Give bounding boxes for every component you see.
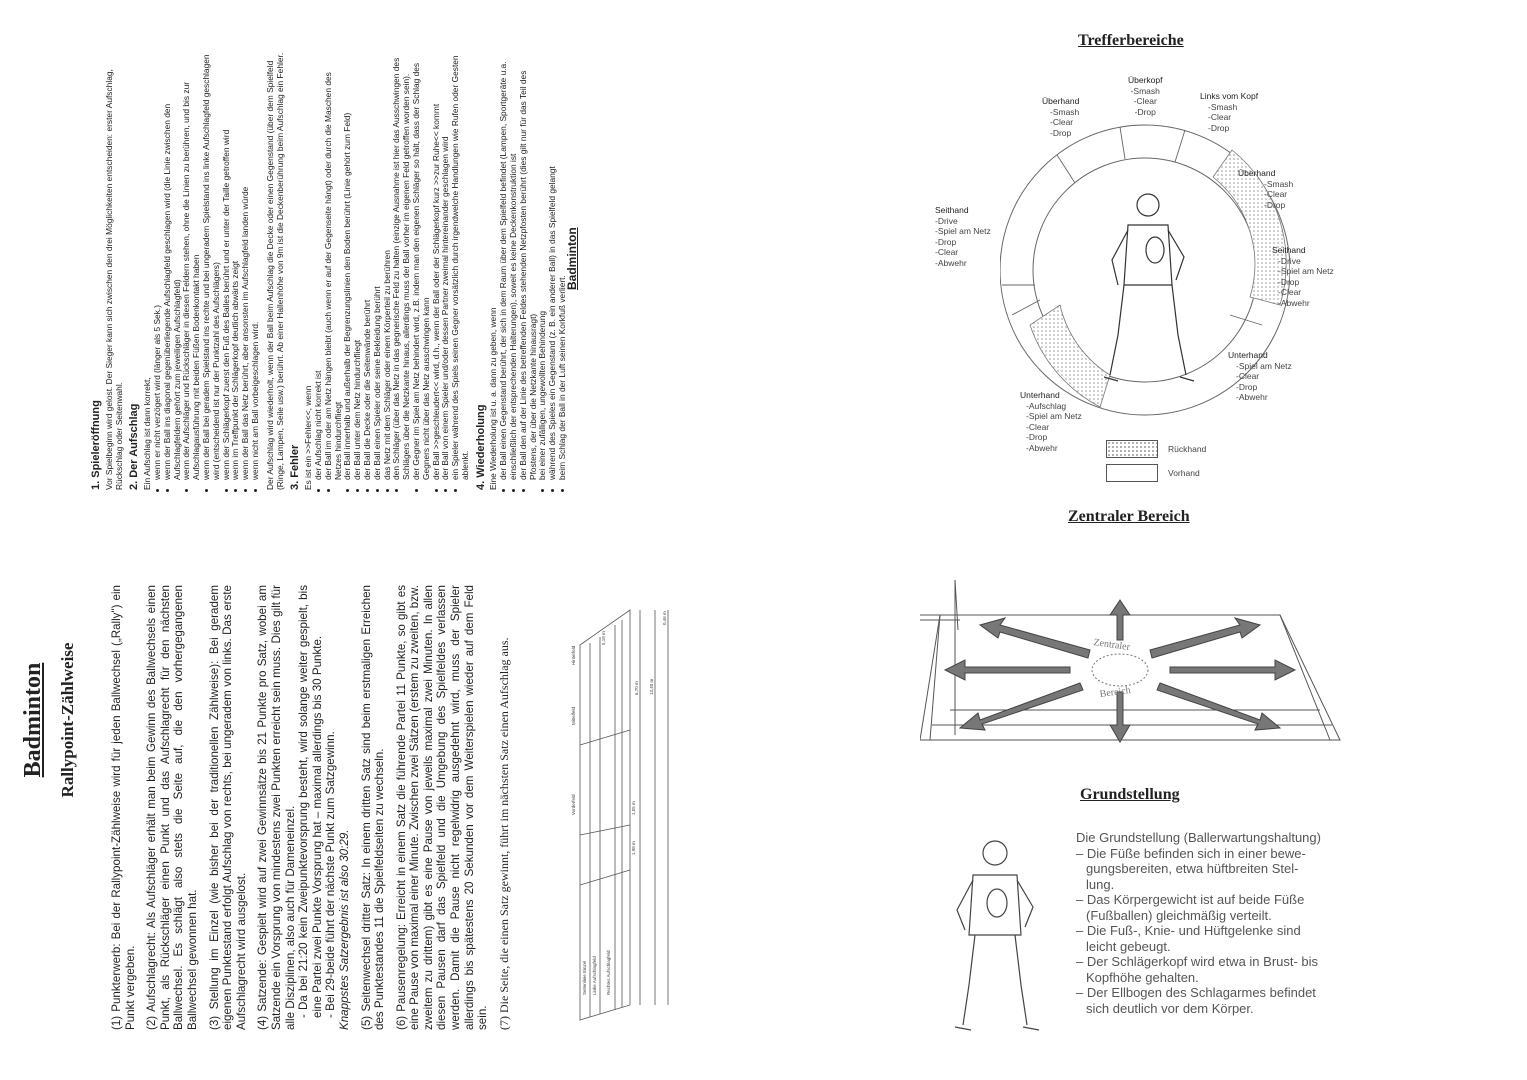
zone-unterhand-left: Unterhand -Aufschlag -Spiel am Netz -Cle… bbox=[1020, 390, 1082, 453]
zentral-label-top: Zentraler bbox=[1093, 637, 1131, 653]
trefferbereiche-title: Trefferbereiche bbox=[1078, 32, 1184, 49]
court-label: Mittelfeld bbox=[571, 706, 576, 725]
left-title-block: Badminton bbox=[20, 570, 47, 870]
grund-line: leicht gebeugt. bbox=[1086, 938, 1171, 954]
rule-subpoint: - Bei 29-beide führt der nächste Punkt z… bbox=[324, 731, 338, 1018]
section-list: der Ball einen Gegenstand berührt, der s… bbox=[498, 50, 568, 490]
rule-paragraph: (2) Aufschlagrecht: Als Aufschläger erhä… bbox=[145, 585, 199, 1030]
list-item: beim Schlag der Ball in der Luft seinen … bbox=[557, 50, 568, 480]
court-dim: 1,98 m bbox=[631, 841, 636, 855]
section-heading: 2. Der Aufschlag bbox=[128, 403, 141, 490]
court-label: Linke Aufschlagfeld bbox=[592, 956, 597, 995]
zentral-title: Zentraler Bereich bbox=[1068, 508, 1190, 525]
section-text: Vor Spielbeginn wird gelost. Der Sieger … bbox=[103, 69, 124, 490]
zone-seithand-left: Seithand -Drive -Spiel am Netz -Drop -Cl… bbox=[935, 205, 991, 268]
rule-paragraph: (1) Punkterwerb: Bei der Rallypoint-Zähl… bbox=[110, 585, 137, 1030]
zone-ueberhand-left: Überhand -Smash -Clear -Drop bbox=[1042, 96, 1080, 138]
grund-line: Die Grundstellung (Ballerwartungshaltung… bbox=[1076, 830, 1321, 845]
list-item: der Gegner im Spiel am Netz behindert wi… bbox=[411, 50, 432, 480]
grund-line: Kopfhöhe gehalten. bbox=[1086, 969, 1199, 985]
list-item: wenn der Ball bei geradem Spielstand ins… bbox=[201, 50, 222, 480]
court-label: Rechtes Aufschlagfeld bbox=[606, 950, 611, 995]
grund-line: lung. bbox=[1086, 876, 1115, 892]
legend-label: Rückhand bbox=[1168, 443, 1207, 454]
list-item: wenn der Aufschläger und Rückschläger in… bbox=[181, 50, 202, 480]
zone-links-vom-kopf: Links vom Kopf -Smash -Clear -Drop bbox=[1200, 91, 1259, 133]
rule-result: Knappstes Satzergebnis ist also 30:29. bbox=[337, 829, 351, 1030]
ready-stance-figure bbox=[954, 840, 1040, 1031]
middle-rules: 1. Spieleröffnung Vor Spielbeginn wird g… bbox=[86, 50, 568, 490]
left-page-subtitle: Rallypoint-Zählweise bbox=[58, 642, 77, 798]
rule-paragraph: (6) Pausenregelung: Erreicht in einem Sa… bbox=[394, 585, 490, 1030]
court-dim: 1,55 m bbox=[631, 801, 636, 815]
section-heading: 1. Spieleröffnung bbox=[90, 400, 102, 490]
list-item: den Schläger (über das Netz in das gegne… bbox=[391, 50, 412, 480]
rule-paragraph: (4) Satzende: Gespielt wird auf zwei Gew… bbox=[256, 585, 297, 1030]
central-area-diagram: Zentraler Bereich bbox=[920, 579, 1341, 743]
zone-ueberkopf: Überkopf -Smash -Clear -Drop bbox=[1128, 75, 1163, 117]
court-dim: 6,70 m bbox=[634, 681, 639, 695]
grund-line: – Die Füße befinden sich in einer bewe- bbox=[1076, 845, 1306, 861]
court-label: Vorderfeld bbox=[571, 794, 576, 815]
section-heading: 4. Wiederholung bbox=[474, 404, 487, 490]
list-item: wenn nicht am Ball vorbeigeschlagen wird… bbox=[250, 50, 261, 480]
grund-title: Grundstellung bbox=[1080, 786, 1180, 803]
grund-line: – Der Ellbogen des Schlagarmes befindet bbox=[1076, 985, 1316, 1000]
court-label: Hinterfeld bbox=[571, 645, 576, 665]
list-item: ein Spieler während des Spiels seinen Ge… bbox=[450, 50, 471, 480]
rule-paragraph: (7) Die Seite, die einen Satz gewinnt, f… bbox=[496, 637, 511, 1030]
zone-seithand-right: Seithand -Drive -Spiel am Netz -Drop -Cl… bbox=[1272, 245, 1334, 308]
forehand-swatch bbox=[1106, 464, 1158, 482]
court-diagram: Seitenlinie Einzel Linke Aufschlagfeld R… bbox=[571, 609, 669, 1021]
left-subtitle-block: Rallypoint-Zählweise bbox=[58, 580, 78, 860]
legend: Rückhand Vorhand bbox=[1106, 440, 1206, 482]
grund-text: Die Grundstellung (Ballerwartungshaltung… bbox=[1076, 830, 1321, 1016]
grund-line: gungsbereiten, etwa hüftbreiten Stel- bbox=[1086, 861, 1299, 876]
list-item: wenn der Ball ins diagonal gegenüberlieg… bbox=[162, 50, 183, 480]
grund-line: sich deutlich vor dem Körper. bbox=[1086, 1000, 1254, 1016]
court-dim: 13,40 m bbox=[649, 678, 654, 695]
player-figure bbox=[1103, 193, 1195, 382]
grund-line: (Fußballen) gleichmäßig verteilt. bbox=[1086, 907, 1272, 923]
grund-line: – Die Fuß-, Knie- und Hüftgelenke sind bbox=[1076, 923, 1301, 938]
zone-ueberhand-right: Überhand -Smash -Clear -Drop bbox=[1238, 168, 1294, 210]
zone-unterhand-right: Unterhand -Spiel am Netz -Clear -Drop -A… bbox=[1228, 350, 1292, 402]
rule-subpoint: - Da bei 21:20 kein Zweipunktevorsprung … bbox=[297, 585, 324, 1018]
rule-paragraph: (5) Seitenwechsel dritter Satz: In einem… bbox=[359, 585, 387, 1030]
legend-item: Rückhand bbox=[1106, 440, 1206, 458]
grund-line: – Der Schlägerkopf wird etwa in Brust- b… bbox=[1076, 954, 1319, 969]
backhand-swatch bbox=[1106, 440, 1158, 458]
zentral-label-bottom: Bereich bbox=[1099, 685, 1131, 700]
legend-label: Vorhand bbox=[1168, 467, 1200, 478]
section-text: Der Aufschlag wird wiederholt, wenn der … bbox=[264, 52, 285, 490]
list-item: der Ball im oder am Netz hängen bleibt (… bbox=[323, 50, 344, 480]
court-dim: 0,46 m bbox=[662, 611, 667, 625]
court-label: Seitenlinie Einzel bbox=[582, 961, 587, 995]
left-page-title: Badminton bbox=[20, 662, 46, 778]
list-item: der Ball den auf der Linie des betreffen… bbox=[518, 50, 539, 480]
section-heading: 3. Fehler bbox=[289, 444, 302, 490]
grund-line: – Das Körpergewicht ist auf beide Füße bbox=[1076, 892, 1305, 907]
rule-paragraph: (3) Stellung im Einzel (wie bisher bei d… bbox=[207, 585, 248, 1030]
rules-text: (1) Punkterwerb: Bei der Rallypoint-Zähl… bbox=[110, 585, 550, 1030]
legend-item: Vorhand bbox=[1106, 464, 1206, 482]
hit-zones-diagram bbox=[1000, 124, 1290, 416]
court-dim: 5,18 m bbox=[601, 631, 606, 645]
section-list: der Aufschlag nicht korrekt ist der Ball… bbox=[313, 50, 471, 490]
section-list: wenn er nicht verzögert wird (länger als… bbox=[152, 50, 261, 490]
